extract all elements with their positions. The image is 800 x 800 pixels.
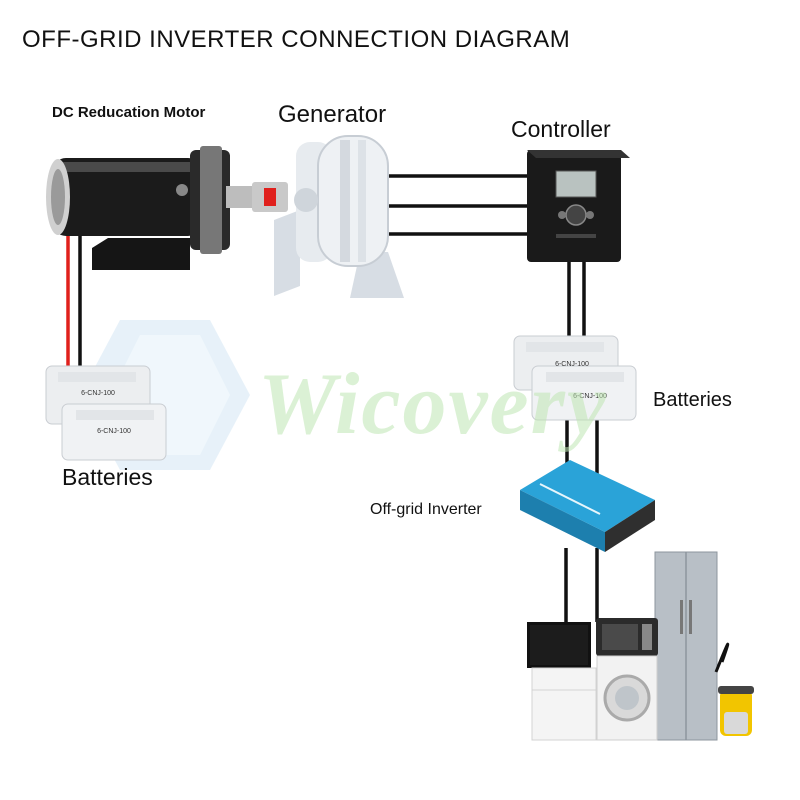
controller-icon [527,150,630,262]
right-battery-label-top: 6-CNJ-100 [555,361,589,368]
motor-label: DC Reducation Motor [52,104,206,121]
generator-label: Generator [278,101,387,128]
wiring [66,174,599,622]
inverter-icon [520,460,655,552]
left-battery-label-top: 6-CNJ-100 [81,390,115,397]
coupling-icon [252,182,288,212]
right-battery-label-bottom: 6-CNJ-100 [573,393,607,400]
diagram-title: OFF-GRID INVERTER CONNECTION DIAGRAM [22,26,571,53]
left-battery-label-bottom: 6-CNJ-100 [97,428,131,435]
right-batteries-icon [513,335,637,421]
controller-label: Controller [511,116,611,142]
generator-icon [274,135,404,298]
right-batteries-label: Batteries [653,389,732,411]
appliances-icon [527,551,754,741]
left-batteries-label: Batteries [62,464,153,490]
inverter-label: Off-grid Inverter [370,501,482,518]
watermark-text: Wicovery [258,356,608,453]
dc-motor-icon [46,146,252,270]
left-batteries-icon [45,365,167,461]
